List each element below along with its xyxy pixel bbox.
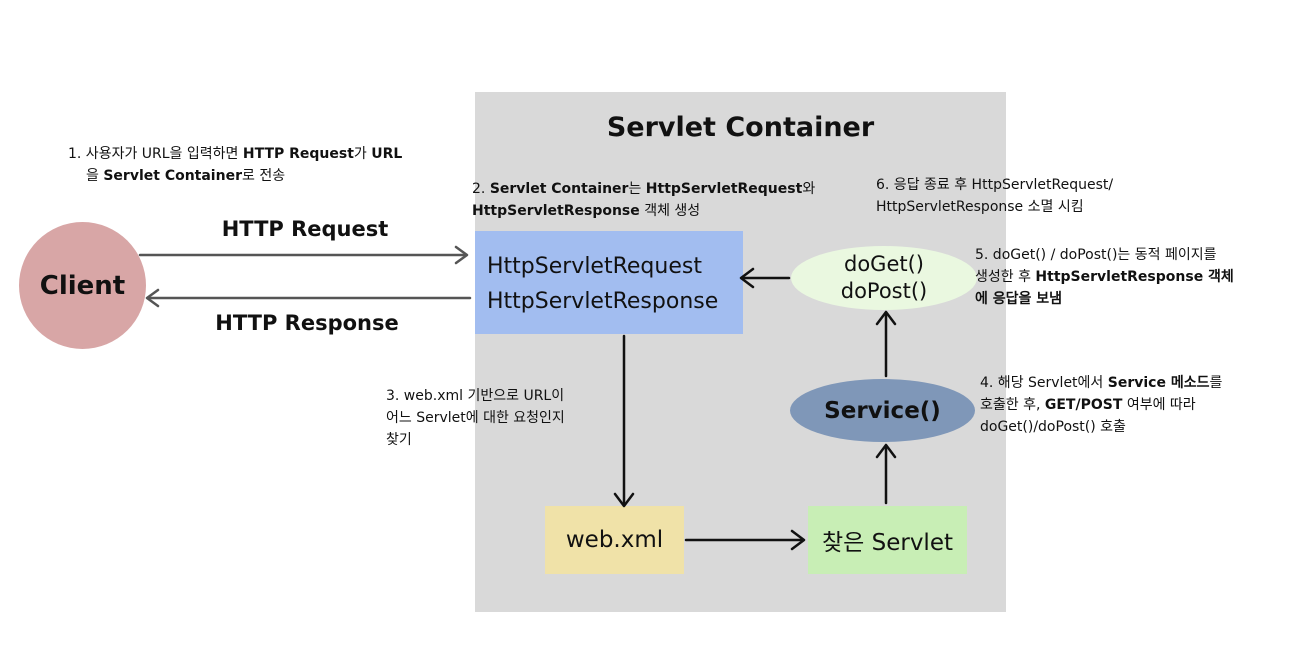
lookup-arrow (613, 334, 635, 508)
call-service-arrow (875, 443, 897, 505)
step3-note: 3. web.xml 기반으로 URL이 어느 Servlet에 대한 요청인지… (386, 388, 565, 448)
client-node: Client (19, 222, 146, 349)
request-response-box: HttpServletRequest HttpServletResponse (475, 231, 743, 334)
http-response-label: HTTP Response (215, 311, 399, 335)
response-write-arrow (739, 267, 791, 289)
service-node: Service() (790, 379, 975, 442)
client-label: Client (39, 270, 126, 301)
http-response-arrow (145, 288, 472, 308)
web-xml-label: web.xml (565, 527, 664, 553)
step5-note: 5. doGet() / doPost()는 동적 페이지를 생성한 후 Htt… (975, 247, 1234, 307)
response-object-label: HttpServletResponse (487, 289, 719, 314)
http-request-arrow (138, 245, 469, 265)
container-title: Servlet Container (606, 112, 875, 143)
step1-note: 1. 사용자가 URL을 입력하면 HTTP Request가 URL 을 Se… (68, 146, 403, 184)
step4-note: 4. 해당 Servlet에서 Service 메소드를 호출한 후, GET/… (980, 375, 1223, 435)
request-object-label: HttpServletRequest (487, 254, 702, 279)
doget-dopost-node: doGet() doPost() (791, 246, 977, 310)
step6-note: 6. 응답 종료 후 HttpServletRequest/ HttpServl… (876, 177, 1114, 215)
dopost-label: doPost() (840, 279, 928, 303)
web-xml-node: web.xml (545, 506, 684, 574)
found-servlet-label: 찾은 Servlet (821, 530, 953, 556)
call-doget-arrow (875, 310, 897, 378)
service-label: Service() (824, 397, 941, 424)
http-request-label: HTTP Request (221, 217, 389, 241)
step2-note: 2. Servlet Container는 HttpServletRequest… (472, 181, 816, 219)
servlet-found-arrow (684, 529, 806, 551)
found-servlet-node: 찾은 Servlet (808, 506, 967, 574)
doget-label: doGet() (844, 252, 924, 276)
